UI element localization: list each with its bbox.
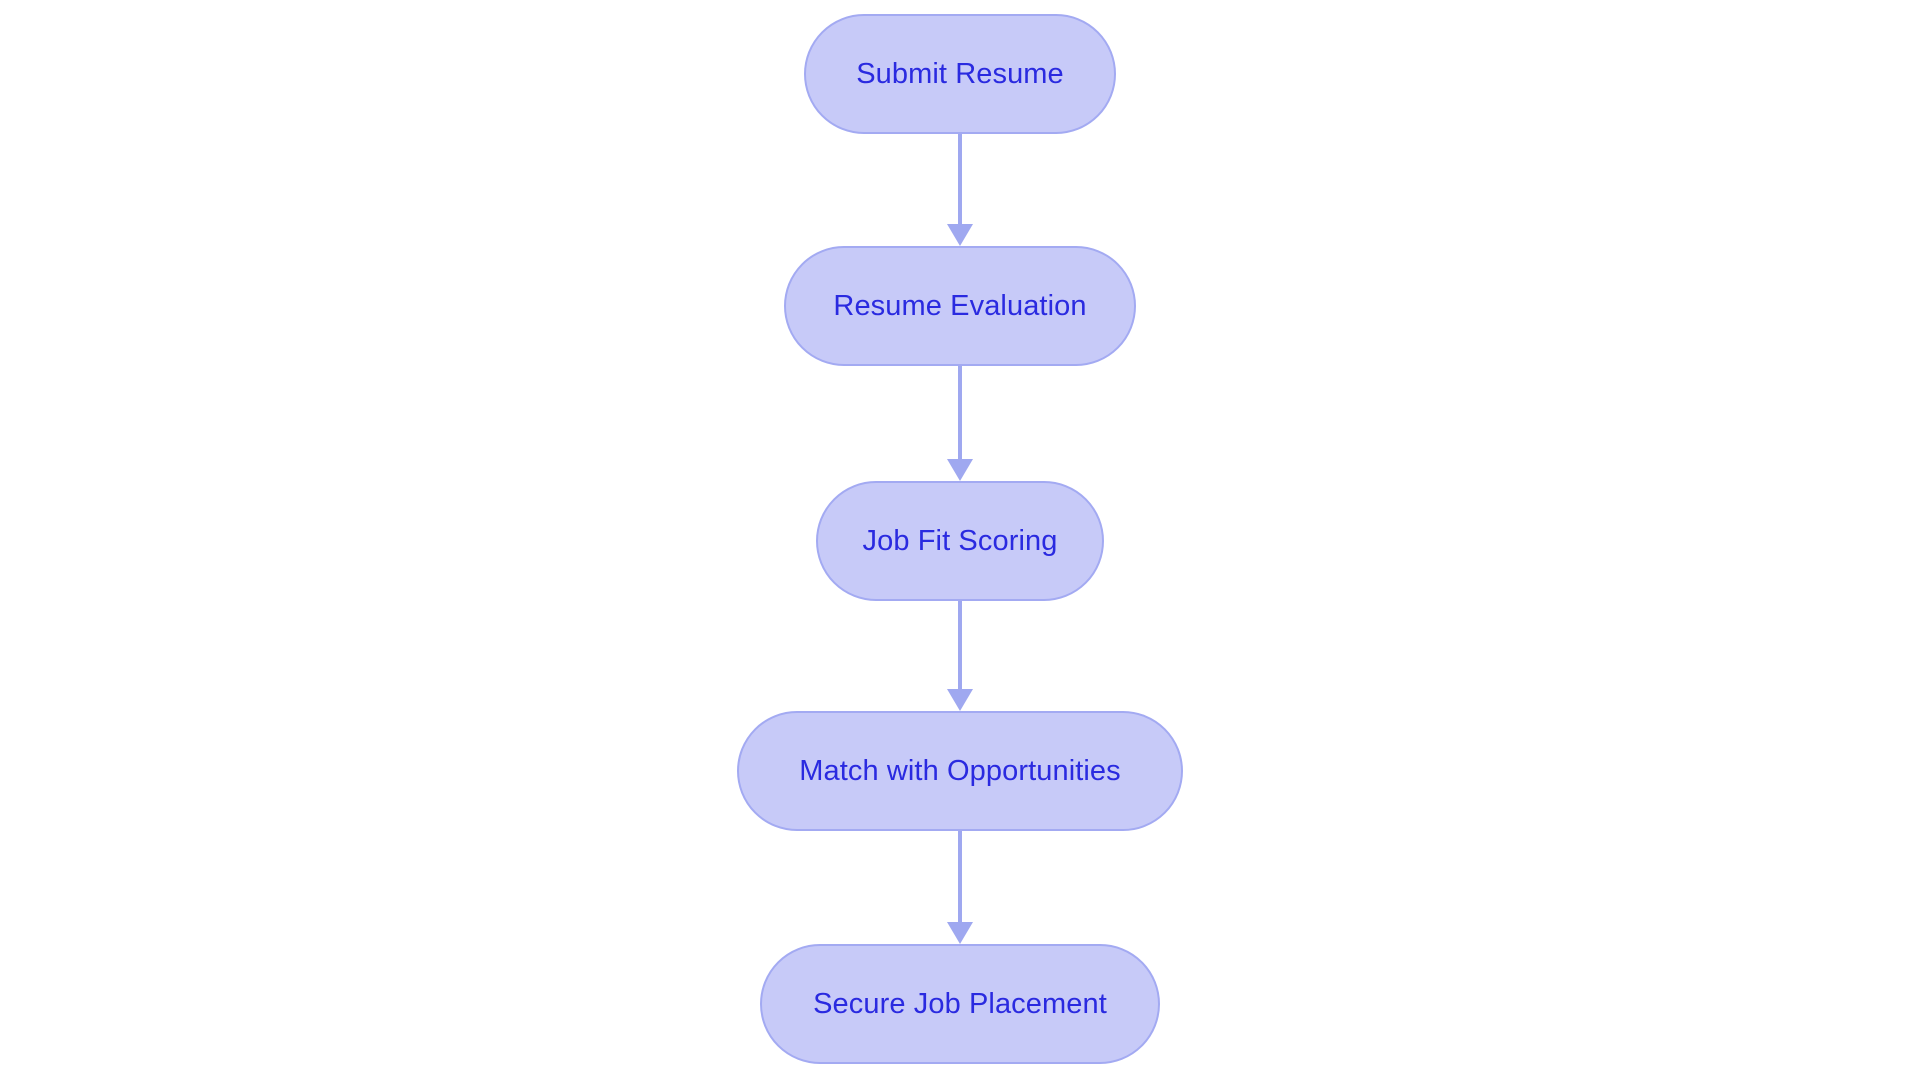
arrow-head-icon [947, 922, 973, 944]
flow-node-resume-evaluation[interactable]: Resume Evaluation [784, 246, 1136, 366]
flow-node-label: Job Fit Scoring [862, 524, 1058, 557]
flow-node-label: Secure Job Placement [813, 987, 1107, 1020]
flow-node-label: Submit Resume [856, 57, 1064, 90]
arrow-shaft [958, 831, 962, 922]
flow-node-submit-resume[interactable]: Submit Resume [804, 14, 1116, 134]
flow-node-label: Match with Opportunities [799, 754, 1121, 787]
arrow-shaft [958, 366, 962, 459]
arrow-head-icon [947, 224, 973, 246]
flow-arrow-resume-evaluation-to-job-fit-scoring [947, 366, 973, 481]
arrow-head-icon [947, 459, 973, 481]
flow-arrow-job-fit-scoring-to-match-with-opportunities [947, 601, 973, 711]
arrow-shaft [958, 601, 962, 689]
flow-node-label: Resume Evaluation [833, 289, 1087, 322]
flow-node-job-fit-scoring[interactable]: Job Fit Scoring [816, 481, 1104, 601]
flow-node-secure-job-placement[interactable]: Secure Job Placement [760, 944, 1160, 1064]
flow-arrow-submit-resume-to-resume-evaluation [947, 134, 973, 246]
arrow-head-icon [947, 689, 973, 711]
arrow-shaft [958, 134, 962, 224]
flow-node-match-with-opportunities[interactable]: Match with Opportunities [737, 711, 1183, 831]
flow-arrow-match-with-opportunities-to-secure-job-placement [947, 831, 973, 944]
